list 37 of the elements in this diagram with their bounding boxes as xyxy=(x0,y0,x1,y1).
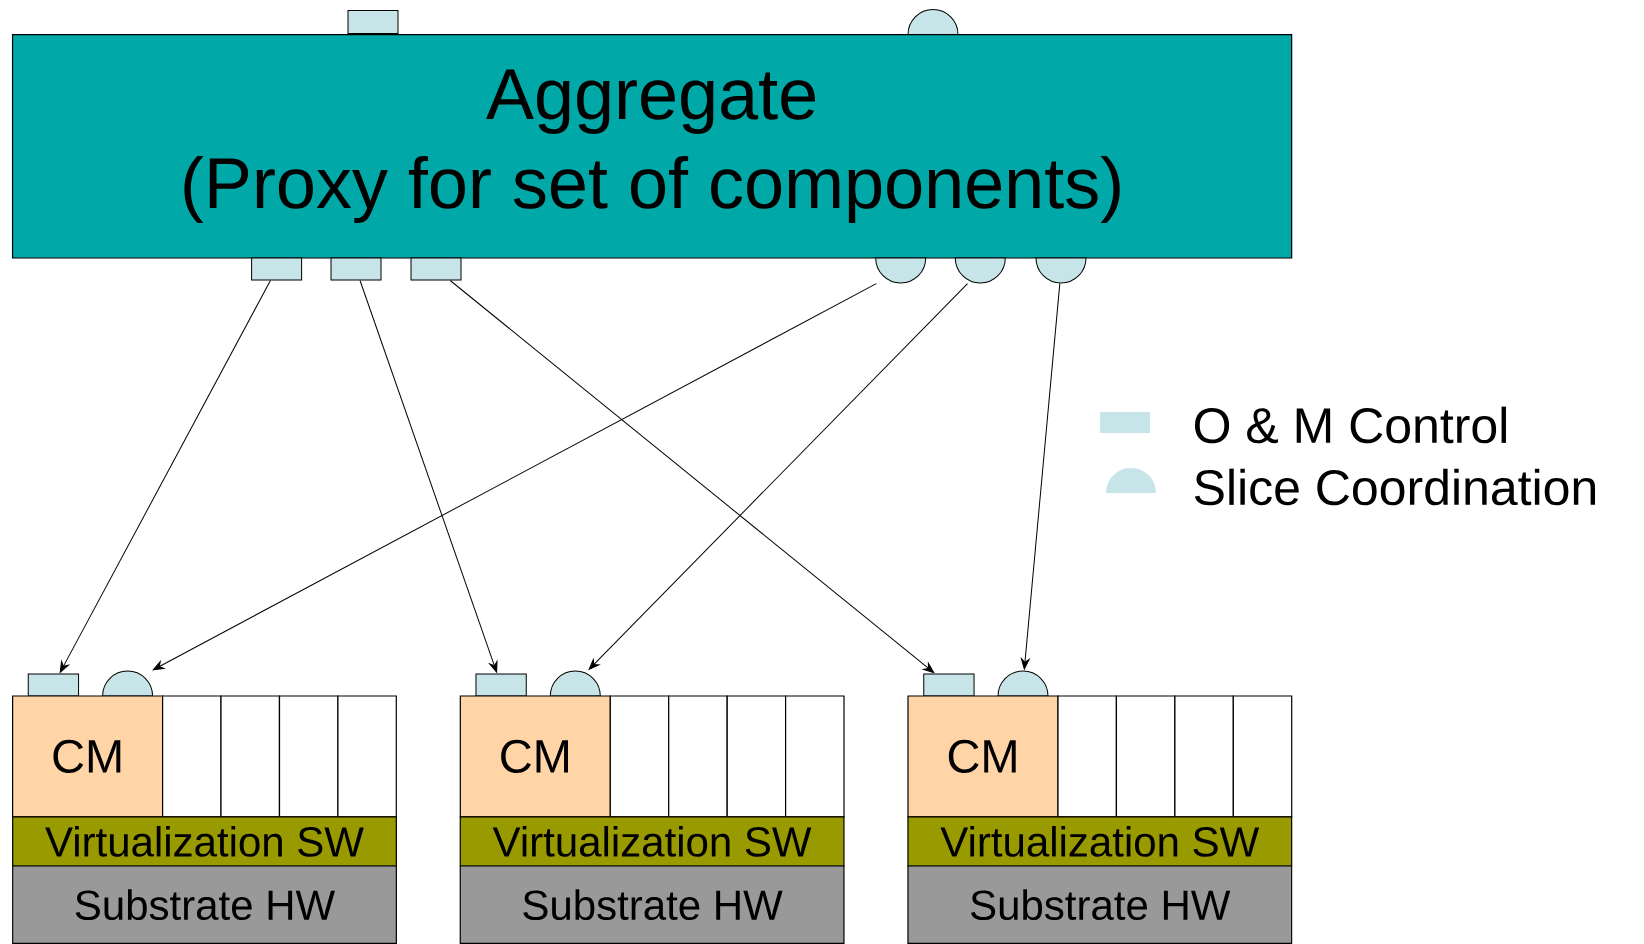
virtualization-band: Virtualization SW xyxy=(12,816,397,867)
empty-cell xyxy=(220,695,280,818)
port-box xyxy=(330,257,382,281)
cm-box: CM xyxy=(459,695,611,818)
virtualization-band: Virtualization SW xyxy=(459,816,845,867)
legend-text: O & M Control xyxy=(1195,406,1506,444)
arrow xyxy=(359,280,498,673)
substrate-band: Substrate HW xyxy=(907,865,1293,944)
arrow xyxy=(152,283,877,671)
empty-cell xyxy=(609,695,670,818)
empty-cell xyxy=(1174,695,1234,818)
empty-cell xyxy=(668,695,728,818)
empty-cell xyxy=(278,695,339,818)
port-box xyxy=(347,10,399,34)
legend-text: Slice Coordination xyxy=(1194,468,1595,506)
arrow xyxy=(59,280,271,673)
arrow xyxy=(588,283,969,670)
empty-cell xyxy=(337,695,397,818)
arrow xyxy=(449,280,935,674)
cm-box: CM xyxy=(12,695,164,818)
aggregate-box: Aggregate (Proxy for set of components) xyxy=(11,34,1293,259)
empty-cell xyxy=(785,695,845,818)
cm-box: CM xyxy=(907,695,1059,818)
empty-cell xyxy=(1057,695,1117,818)
port-box xyxy=(475,673,527,697)
port-box xyxy=(410,257,462,281)
port-box xyxy=(251,257,303,281)
empty-cell xyxy=(726,695,787,818)
empty-cell xyxy=(1232,695,1293,818)
arrow xyxy=(1020,283,1061,670)
port-box xyxy=(27,673,80,697)
virtualization-band: Virtualization SW xyxy=(907,816,1293,867)
empty-cell xyxy=(1115,695,1176,818)
empty-cell xyxy=(162,695,222,818)
port-box xyxy=(923,673,975,697)
substrate-band: Substrate HW xyxy=(12,865,397,944)
substrate-band: Substrate HW xyxy=(459,865,845,944)
